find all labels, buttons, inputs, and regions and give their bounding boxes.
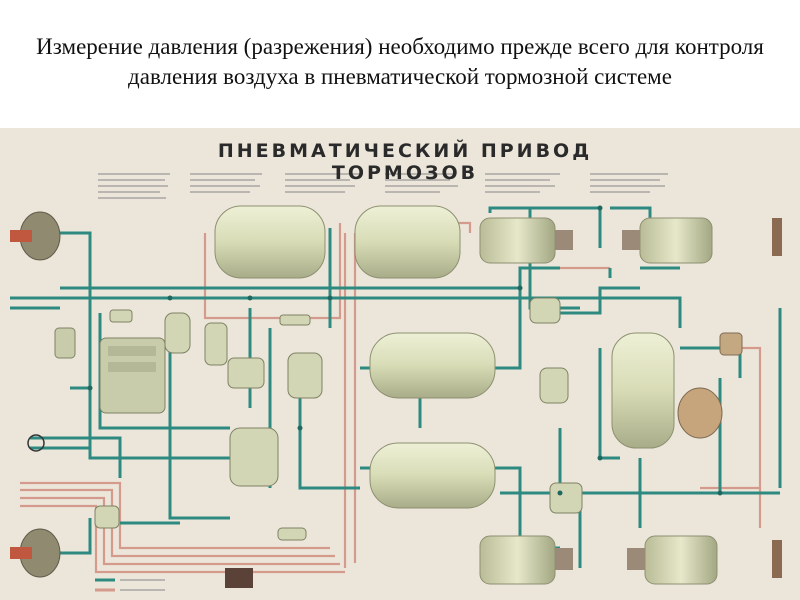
- front-chambers: [10, 211, 61, 578]
- valve-right-4: [719, 332, 743, 356]
- coupling-head: [277, 527, 307, 541]
- reservoir-vertical: [611, 332, 675, 449]
- valves-and-compressor: [27, 297, 743, 588]
- brake-chambers: [479, 217, 718, 585]
- valve-right-2: [539, 367, 569, 404]
- air-reservoirs: [214, 205, 675, 509]
- pressure-gauge-unit: [54, 327, 76, 359]
- electric-switch-block: [225, 568, 253, 588]
- brake-chamber-top-2: [639, 217, 713, 264]
- brake-chamber-bottom-2: [644, 535, 718, 585]
- small-valve-1: [109, 309, 133, 323]
- brake-chamber-bottom-1: [479, 535, 556, 585]
- compressor: [99, 337, 166, 414]
- small-valve-2: [279, 314, 311, 326]
- trailer-couplings: [772, 218, 782, 578]
- poster-title: ПНЕВМАТИЧЕСКИЙ ПРИВОД ТОРМОЗОВ: [217, 140, 593, 184]
- junctions: [87, 205, 723, 496]
- brake-chamber-top-1: [479, 217, 556, 264]
- reservoir-top-left: [214, 205, 326, 279]
- valve-right-3: [549, 482, 583, 514]
- legend-block: [98, 173, 668, 199]
- brake-valve: [229, 427, 279, 487]
- drain-valve: [94, 505, 120, 529]
- reservoir-lower: [369, 442, 496, 509]
- brake-system-poster: ПНЕВМАТИЧЕСКИЙ ПРИВОД ТОРМОЗОВ: [0, 128, 800, 600]
- reservoir-top-middle: [354, 205, 461, 279]
- pressure-regulator: [164, 312, 191, 354]
- pneumatic-brake-diagram: [10, 173, 782, 592]
- reservoir-middle: [369, 332, 496, 399]
- protection-valve: [227, 357, 265, 389]
- line-legend: [95, 578, 165, 592]
- relay-valve: [287, 352, 323, 399]
- slide-title: Измерение давления (разрежения) необходи…: [36, 34, 764, 89]
- valve-right-1: [529, 297, 561, 324]
- accelerator-valve: [677, 387, 723, 439]
- steering-symbol: [27, 434, 45, 452]
- filter: [204, 322, 228, 366]
